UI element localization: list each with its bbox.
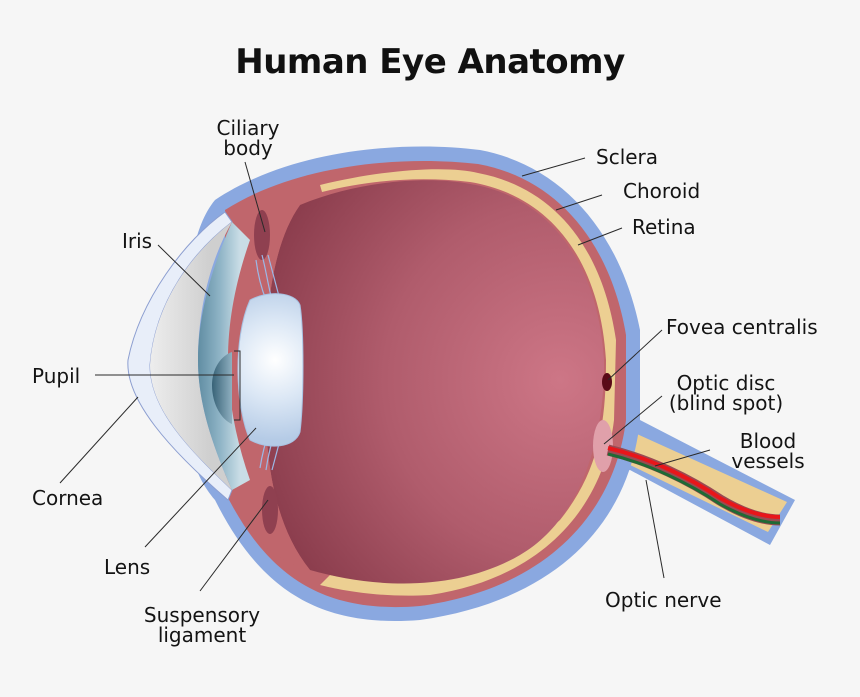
label-suspensory-ligament: Suspensory ligament [143, 603, 261, 647]
ciliary-process-top [254, 210, 270, 260]
leader-retina [577, 227, 623, 246]
label-fovea-centralis: Fovea centralis [666, 315, 818, 339]
label-iris: Iris [122, 229, 153, 253]
leader-ciliary-body [244, 161, 266, 233]
leader-optic-nerve [645, 479, 665, 579]
aqueous-humor [150, 222, 232, 490]
fovea-centralis [602, 373, 612, 391]
label-sclera: Sclera [596, 145, 659, 169]
vein [607, 452, 781, 525]
lens [237, 293, 304, 447]
leader-choroid [555, 194, 603, 211]
pupil [212, 352, 232, 424]
leader-blood-vessels [654, 449, 711, 467]
ciliary-process-bottom [262, 486, 278, 534]
label-retina: Retina [632, 215, 696, 239]
leader-iris [157, 244, 211, 297]
leader-cornea [59, 396, 139, 484]
artery [607, 446, 781, 519]
pupil-bracket [234, 350, 241, 421]
leader-optic-disc [603, 395, 663, 445]
vitreous-body [265, 180, 605, 584]
label-blood-vessels: Blood vessels [731, 429, 805, 473]
page-title: Human Eye Anatomy [235, 42, 625, 82]
leader-fovea-centralis [607, 329, 663, 381]
leader-lens [144, 427, 257, 548]
label-cornea: Cornea [32, 486, 104, 510]
leader-sclera [521, 157, 586, 177]
label-pupil: Pupil [32, 364, 81, 388]
label-choroid: Choroid [623, 179, 701, 203]
label-lens: Lens [104, 555, 151, 579]
leader-suspensory-ligament [199, 499, 269, 592]
iris [198, 222, 250, 490]
optic-disc [593, 420, 613, 472]
optic-nerve [588, 320, 787, 532]
label-optic-disc: Optic disc (blind spot) [668, 371, 784, 415]
label-optic-nerve: Optic nerve [605, 588, 722, 612]
label-ciliary-body: Ciliary body [216, 116, 280, 160]
